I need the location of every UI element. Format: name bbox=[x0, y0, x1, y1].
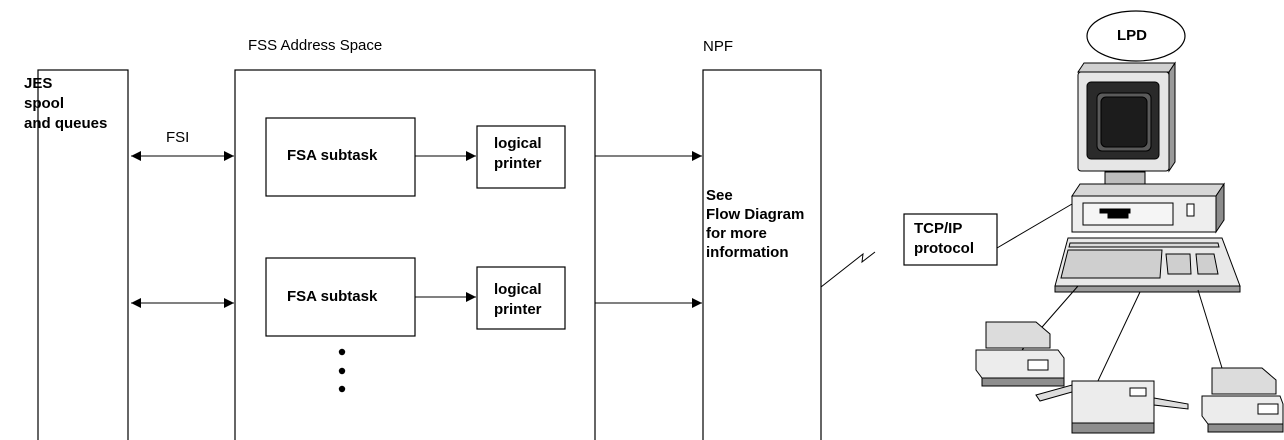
jes-line-3: and queues bbox=[24, 115, 108, 132]
npf-label: NPF bbox=[703, 38, 733, 55]
npf-note: See Flow Diagram for more information bbox=[706, 186, 804, 262]
computer-workstation-icon bbox=[1054, 61, 1241, 293]
fss-address-space-label: FSS Address Space bbox=[248, 37, 383, 54]
jes-line-1: JES bbox=[24, 75, 53, 92]
logical-printer-line-2: printer bbox=[494, 155, 542, 172]
dot-matrix-printer-icon bbox=[1201, 367, 1284, 433]
logical-printer-line-4: printer bbox=[494, 301, 542, 318]
network-lightning-icon bbox=[820, 251, 876, 288]
tcpip-line-1: TCP/IP bbox=[914, 220, 963, 237]
tcpip-label: TCP/IP protocol bbox=[914, 219, 974, 259]
npf-note-line-2: Flow Diagram bbox=[706, 206, 805, 223]
dot-matrix-printer-icon bbox=[975, 321, 1065, 387]
printer-link-3 bbox=[1197, 289, 1223, 369]
logical-printer-label-1: logical printer bbox=[494, 134, 542, 174]
fsa-subtask-label-2: FSA subtask bbox=[287, 288, 378, 305]
lpd-ellipse bbox=[1086, 10, 1186, 62]
npf-note-line-3: for more bbox=[706, 225, 767, 242]
laser-printer-icon bbox=[1035, 380, 1189, 434]
lpd-label: LPD bbox=[1117, 27, 1147, 44]
npf-note-line-1: See bbox=[706, 187, 733, 204]
logical-printer-box-2 bbox=[476, 266, 566, 330]
logical-printer-box-1 bbox=[476, 125, 566, 189]
logical-printer-line-3: logical bbox=[494, 281, 542, 298]
jes-label: JES spool and queues bbox=[24, 74, 107, 134]
tcpip-box bbox=[903, 213, 998, 266]
npf-box bbox=[702, 69, 822, 440]
tcpip-line-2: protocol bbox=[914, 240, 974, 257]
logical-printer-label-2: logical printer bbox=[494, 280, 542, 320]
npf-note-line-4: information bbox=[706, 244, 789, 261]
fsi-label: FSI bbox=[166, 129, 190, 146]
fss-address-space-box bbox=[234, 69, 596, 440]
logical-printer-line-1: logical bbox=[494, 135, 542, 152]
jes-box bbox=[37, 69, 129, 440]
fsa-subtask-label-1: FSA subtask bbox=[287, 147, 378, 164]
fsa-subtask-box-1 bbox=[265, 117, 416, 197]
continuation-dots bbox=[338, 348, 346, 393]
printer-link-2 bbox=[1096, 291, 1141, 384]
tcpip-to-computer-line bbox=[996, 203, 1073, 249]
jes-line-2: spool bbox=[24, 95, 64, 112]
